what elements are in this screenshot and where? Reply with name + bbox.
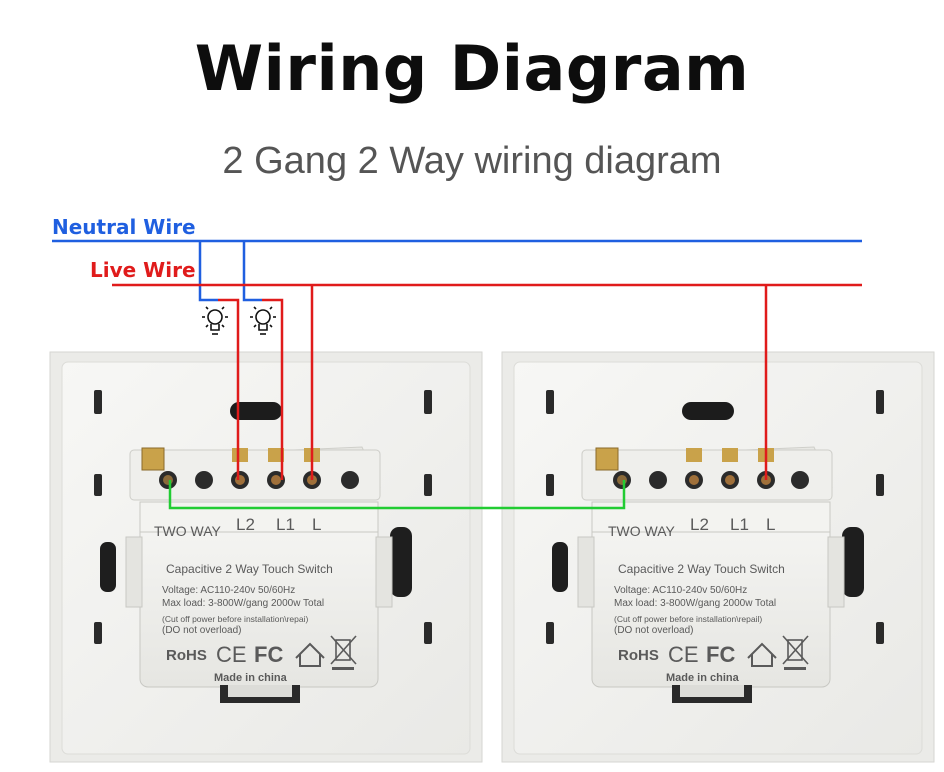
live-wire [112, 283, 862, 480]
voltage-spec: Voltage: AC110-240v 50/60Hz [162, 585, 295, 596]
house-icon [747, 642, 777, 667]
switch-label-left: TWO WAY L2 L1 L Capacitive 2 Way Touch S… [154, 515, 357, 684]
neutral-wire-label: Neutral Wire [52, 215, 196, 239]
terminal-l2-label: L2 [236, 515, 255, 534]
fc-mark: FC [254, 642, 283, 667]
house-icon [295, 642, 325, 667]
terminal-l1-label: L1 [276, 515, 295, 534]
ce-mark: CE [668, 642, 699, 667]
light-bulb-icon [202, 306, 228, 335]
two-way-label: TWO WAY [608, 523, 676, 539]
page-subtitle: 2 Gang 2 Way wiring diagram [222, 140, 722, 182]
product-name: Capacitive 2 Way Touch Switch [618, 562, 785, 576]
made-in-label: Made in china [666, 672, 740, 684]
ce-mark: CE [216, 642, 247, 667]
max-load-spec: Max load: 3-800W/gang 2000w Total [614, 598, 776, 609]
rohs-mark: RoHS [618, 647, 659, 664]
neutral-wire [52, 239, 862, 302]
warning-text-2: (DO not overload) [614, 625, 693, 636]
max-load-spec: Max load: 3-800W/gang 2000w Total [162, 598, 324, 609]
made-in-label: Made in china [214, 672, 288, 684]
terminal-l1-label: L1 [730, 515, 749, 534]
terminal-l2-label: L2 [690, 515, 709, 534]
product-name: Capacitive 2 Way Touch Switch [166, 562, 333, 576]
warning-text-1: (Cut off power before installation\repai… [614, 614, 762, 624]
light-bulb-icon [250, 306, 276, 335]
page-title: Wiring Diagram [194, 32, 750, 105]
terminal-l-label: L [312, 515, 321, 534]
live-wire-label: Live Wire [90, 258, 196, 282]
rohs-mark: RoHS [166, 647, 207, 664]
switch-panel-left [49, 351, 483, 763]
weee-bin-icon [330, 635, 357, 670]
terminal-screws-left [141, 447, 359, 489]
switch-panel-right [501, 351, 935, 763]
two-way-label: TWO WAY [154, 523, 222, 539]
terminal-screws-right [595, 447, 809, 489]
voltage-spec: Voltage: AC110-240v 50/60Hz [614, 585, 747, 596]
warning-text-2: (DO not overload) [162, 625, 241, 636]
warning-text-1: (Cut off power before installation\repai… [162, 614, 308, 624]
terminal-l-label: L [766, 515, 775, 534]
traveler-wire [168, 480, 626, 510]
fc-mark: FC [706, 642, 735, 667]
switch-label-right: TWO WAY L2 L1 L Capacitive 2 Way Touch S… [608, 515, 809, 684]
weee-bin-icon [782, 635, 809, 670]
